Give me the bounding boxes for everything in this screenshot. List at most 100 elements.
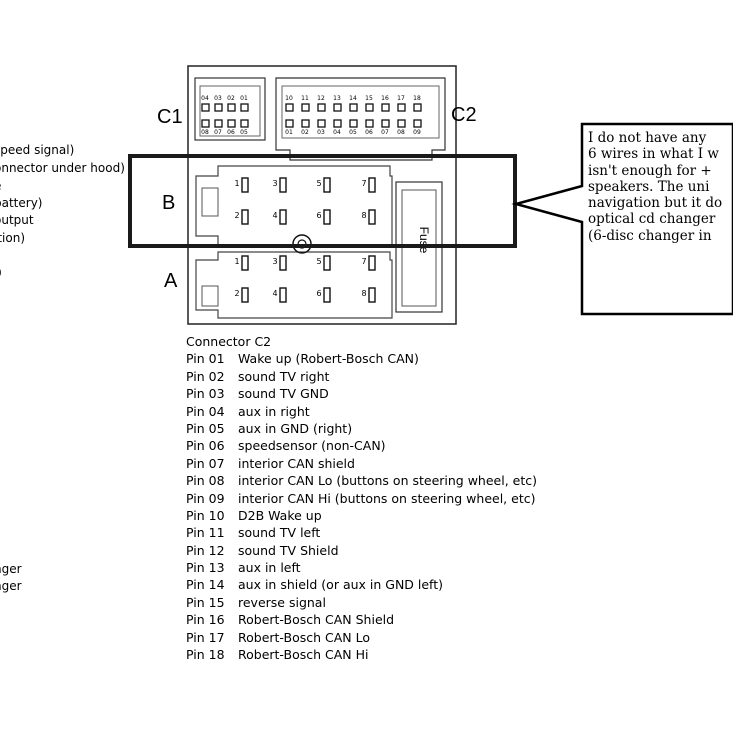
a-pin: [368, 287, 376, 303]
c2-pin-label: 16: [381, 95, 389, 102]
c2-pin: [349, 119, 358, 128]
b-pin: [323, 209, 331, 225]
pin-number: Pin 09: [186, 490, 225, 506]
pin-number: Pin 12: [186, 542, 225, 558]
b-block: [195, 165, 393, 247]
pin-description: aux in right: [238, 403, 310, 419]
pin-row: Pin 04 aux in right: [186, 403, 537, 420]
connector-housing: [187, 65, 457, 325]
pin-number: Pin 11: [186, 525, 225, 541]
b-pin: [279, 209, 287, 225]
c2-pin-label: 18: [413, 95, 421, 102]
a-label: A: [164, 270, 178, 292]
pin-number: Pin 05: [186, 420, 225, 436]
c2-pin: [301, 103, 310, 112]
c1-pin-label: 04: [201, 95, 209, 102]
b-label: B: [162, 192, 176, 214]
pin-number: Pin 17: [186, 629, 225, 645]
pin-number: Pin 10: [186, 507, 225, 523]
pin-row: Pin 03 sound TV GND: [186, 385, 537, 402]
c2-pin-label: 08: [397, 129, 405, 136]
b-pin-label: 7: [361, 179, 366, 188]
a-pin: [323, 255, 331, 271]
b-pin: [368, 209, 376, 225]
c2-pin-label: 01: [285, 129, 293, 136]
b-pin: [241, 177, 249, 193]
a-pin-label: 7: [361, 257, 366, 266]
c2-pin-label: 04: [333, 129, 341, 136]
pin-list: Connector C2 Pin 01 Wake up (Robert-Bosch…: [186, 333, 537, 662]
c2-pin: [349, 103, 358, 112]
left-fragment: onnector under hood): [0, 161, 125, 175]
b-pin-label: 4: [272, 211, 277, 220]
c2-pin: [333, 103, 342, 112]
c2-pin-label: 02: [301, 129, 309, 136]
c1-pin: [227, 119, 236, 128]
a-block: [195, 251, 393, 319]
pin-number: Pin 01: [186, 351, 225, 367]
b-pin: [368, 177, 376, 193]
c2-block: [275, 77, 446, 161]
pin-description: interior CAN shield: [238, 455, 355, 471]
pin-description: sound TV GND: [238, 386, 329, 402]
c1-pin-label: 07: [214, 129, 222, 136]
b-pin: [279, 177, 287, 193]
pin-row: Pin 09 interior CAN Hi (buttons on steeri…: [186, 490, 537, 507]
pin-row: Pin 01 Wake up (Robert-Bosch CAN): [186, 350, 537, 367]
left-fragment: e: [0, 179, 1, 194]
pin-list-title: Connector C2: [186, 334, 272, 349]
a-pin: [368, 255, 376, 271]
c2-pin-label: 03: [317, 129, 325, 136]
a-pin: [323, 287, 331, 303]
c2-pin: [397, 119, 406, 128]
pin-description: interior CAN Hi (buttons on steering whe…: [238, 490, 536, 506]
pin-description: aux in GND (right): [238, 420, 353, 436]
pin-row: Pin 11 sound TV left: [186, 524, 537, 541]
pin-number: Pin 16: [186, 612, 225, 628]
c2-pin-label: 05: [349, 129, 357, 136]
pin-number: Pin 04: [186, 403, 225, 419]
pin-row: Pin 17 Robert-Bosch CAN Lo: [186, 629, 537, 646]
a-pin-label: 5: [316, 257, 321, 266]
b-pin-label: 8: [361, 211, 366, 220]
c2-pin: [413, 119, 422, 128]
c2-label: C2: [451, 104, 477, 126]
c2-pin: [285, 119, 294, 128]
callout-line: isn't enough for +: [588, 162, 712, 179]
pin-number: Pin 03: [186, 386, 225, 402]
c1-pin: [240, 119, 249, 128]
c2-pin: [333, 119, 342, 128]
a-pin-label: 2: [234, 289, 239, 298]
pin-description: Wake up (Robert-Bosch CAN): [238, 351, 419, 367]
c1-pin-label: 05: [240, 129, 248, 136]
pin-description: sound TV left: [238, 525, 321, 541]
c1-pin: [201, 103, 210, 112]
c2-pin-label: 13: [333, 95, 341, 102]
a-pin-label: 8: [361, 289, 366, 298]
b-pin-label: 3: [272, 179, 277, 188]
left-fragment: battery): [0, 196, 43, 210]
c2-pin-label: 14: [349, 95, 357, 102]
callout-line: navigation but it do: [588, 195, 723, 212]
pin-description: Robert-Bosch CAN Shield: [238, 612, 395, 628]
a-pin: [279, 287, 287, 303]
pin-row: Pin 07 interior CAN shield: [186, 455, 537, 472]
c1-pin-label: 08: [201, 129, 209, 136]
left-fragment: 0: [0, 266, 2, 281]
b-pin-label: 5: [316, 179, 321, 188]
pin-number: Pin 07: [186, 455, 225, 471]
c1-pin: [227, 103, 236, 112]
pin-description: Robert-Bosch CAN Lo: [238, 629, 371, 645]
a-pin: [279, 255, 287, 271]
c2-pin: [301, 119, 310, 128]
pin-description: reverse signal: [238, 594, 326, 610]
c1-pin: [240, 103, 249, 112]
